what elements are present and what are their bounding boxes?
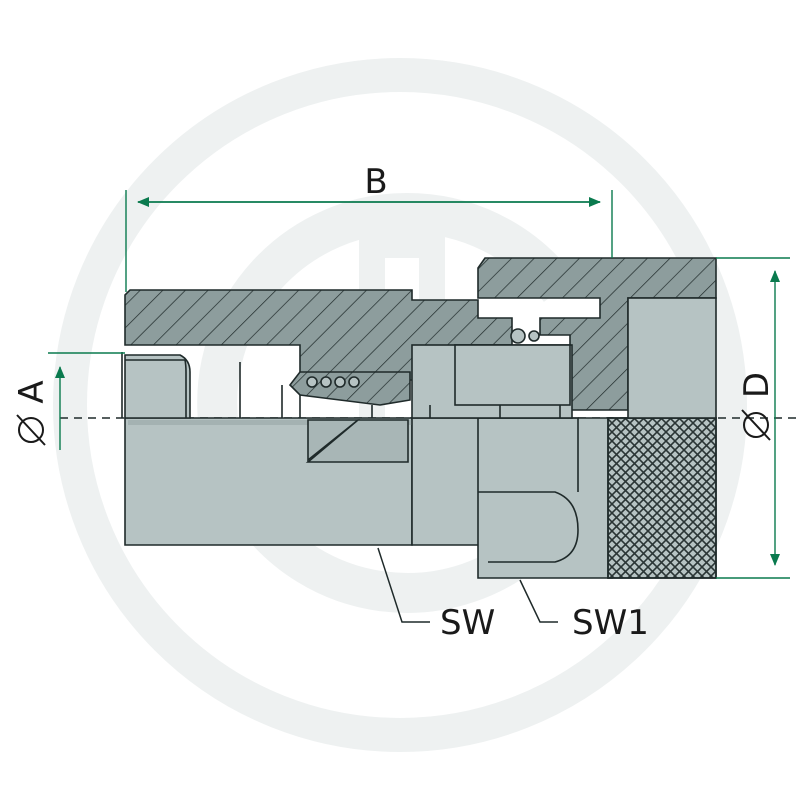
dimension-b-label: B [364,162,387,202]
diameter-d-icon [743,412,769,438]
sw-label: SW [440,603,495,643]
sw1-label: SW1 [572,603,649,643]
sw1-leader: SW1 [519,579,649,643]
sw-leader: SW [377,547,495,643]
dimension-d-label: D [737,372,777,398]
coupling-section [121,257,717,419]
coupling-body [124,417,717,579]
dimension-d: D [716,257,790,579]
dimension-b: B [125,162,613,292]
dimension-a-label: A [12,380,52,403]
dimension-a: A [12,352,125,450]
diameter-a-icon [18,417,44,443]
